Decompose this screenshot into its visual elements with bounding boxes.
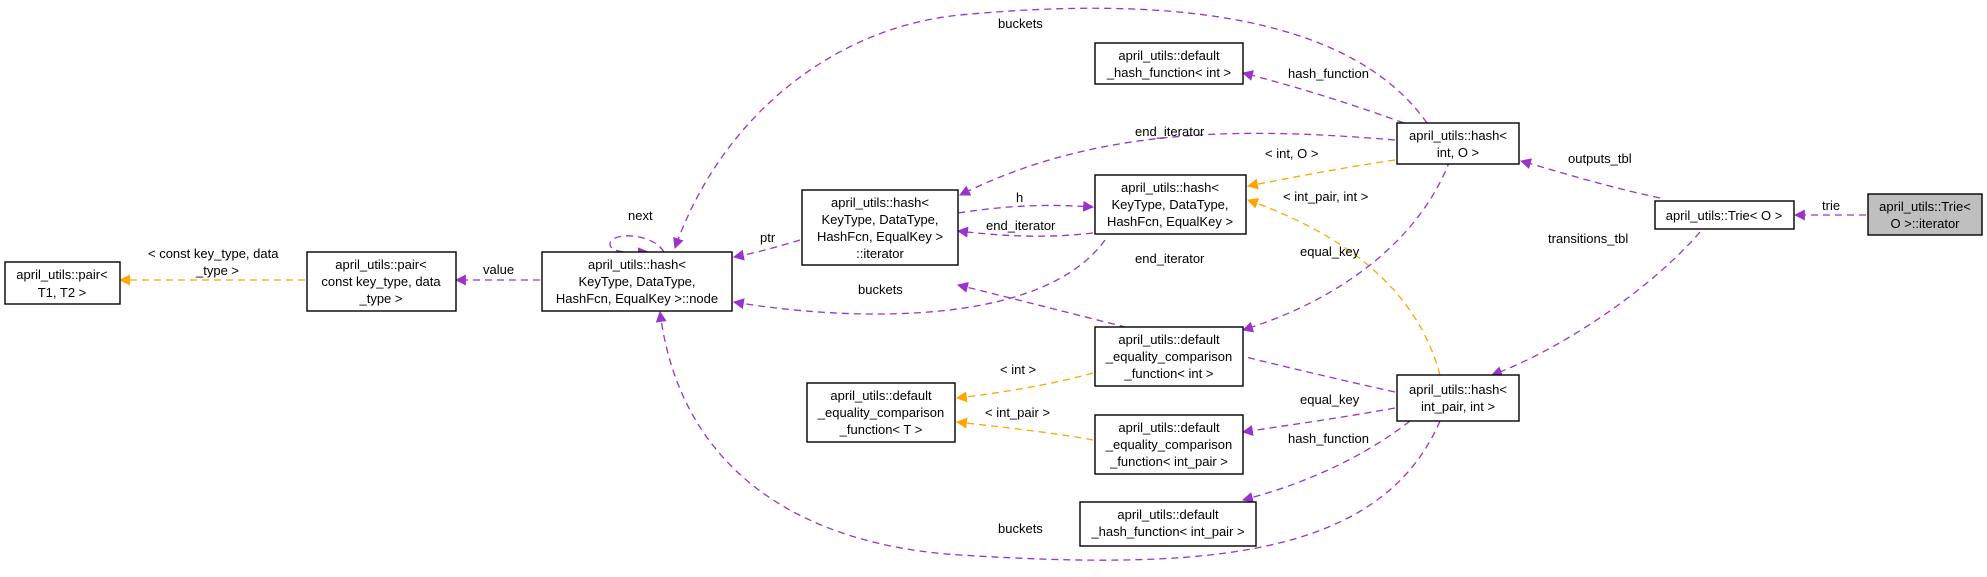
node-default-hash-int-line-2: _hash_function< int > [1106,65,1231,80]
edge-label-int-pair-int: < int_pair, int > [1283,189,1368,204]
node-eq-comp-int-pair-line-1: april_utils::default [1118,420,1220,435]
edge-label-ptr: ptr [760,230,776,245]
edge-label-int-pair: < int_pair > [985,405,1050,420]
edge-int-pair-int [1246,198,1441,376]
node-default-hash-int-line-1: april_utils::default [1118,48,1220,63]
node-hash-node-line-1: april_utils::hash< [588,257,686,272]
node-pair-const-line-3: _type > [358,291,402,306]
node-pair-t1-t2-line-2: T1, T2 > [38,285,87,300]
edge-label-equal-key-top: equal_key [1300,244,1360,259]
edge-h [957,200,1095,214]
node-hash-node[interactable]: april_utils::hash< KeyType, DataType, Ha… [541,251,733,312]
edge-label-hash-function-low: hash_function [1288,431,1369,446]
node-hash-int-o-line-1: april_utils::hash< [1409,128,1507,143]
edge-label-hash-function-top: hash_function [1288,66,1369,81]
edge-int [955,372,1094,403]
nodes: april_utils::pair< T1, T2 > april_utils:… [4,42,1983,547]
node-eq-comp-int-pair-line-2: _equality_comparison [1105,437,1232,452]
edge-buckets-bottom [655,310,1441,561]
edge-label-int: < int > [1000,362,1036,377]
edge-label-const-key-type-1: < const key_type, data [148,246,279,261]
node-trie-iterator[interactable]: april_utils::Trie< O >::iterator [1867,193,1983,236]
edge-label-outputs-tbl: outputs_tbl [1568,151,1632,166]
node-eq-comp-t-line-3: _function< T > [839,422,923,437]
node-pair-const-line-2: const key_type, data [321,274,441,289]
node-eq-comp-int-pair-line-3: _function< int_pair > [1109,454,1228,469]
edge-equal-key-low [1241,407,1396,436]
node-hash-iterator[interactable]: april_utils::hash< KeyType, DataType, Ha… [801,189,959,266]
edge-label-h: h [1016,190,1023,205]
node-default-hash-int[interactable]: april_utils::default _hash_function< int… [1094,42,1244,85]
node-pair-t1-t2[interactable]: april_utils::pair< T1, T2 > [4,261,121,305]
edge-next [609,235,665,259]
edge-label-value: value [483,262,514,277]
edge-int-pair [955,417,1094,441]
edge-end-iterator-mid [956,226,1094,238]
edge-label-end-iterator-mid: end_iterator [986,218,1056,233]
node-trie-iterator-line-2: O >::iterator [1891,216,1961,231]
node-pair-const[interactable]: april_utils::pair< const key_type, data … [306,251,457,312]
node-pair-const-line-1: april_utils::pair< [335,257,426,272]
node-hash-node-line-3: HashFcn, EqualKey >::node [556,291,718,306]
node-trie-iterator-line-1: april_utils::Trie< [1879,199,1971,214]
node-default-hash-int-pair-line-1: april_utils::default [1117,507,1219,522]
node-hash-iterator-line-2: KeyType, DataType, [821,212,938,227]
edge-label-const-key-type-2: _type > [195,263,239,278]
edge-label-end-iterator-top: end_iterator [1135,124,1205,139]
edge-label-end-iterator-low: end_iterator [1135,251,1205,266]
node-hash-iterator-line-3: HashFcn, EqualKey > [817,229,943,244]
node-hash-node-line-2: KeyType, DataType, [578,274,695,289]
node-default-hash-int-pair[interactable]: april_utils::default _hash_function< int… [1079,501,1257,547]
node-pair-t1-t2-line-1: april_utils::pair< [16,267,107,282]
edge-label-buckets-bottom: buckets [998,521,1043,536]
node-hash-int-pair-int[interactable]: april_utils::hash< int_pair, int > [1396,374,1520,422]
edge-end-iterator-low [956,282,1396,393]
edge-ptr [732,239,801,261]
node-eq-comp-int-line-1: april_utils::default [1118,332,1220,347]
node-default-hash-int-pair-line-2: _hash_function< int_pair > [1090,524,1244,539]
node-hash-int-o[interactable]: april_utils::hash< int, O > [1396,122,1520,165]
edge-transitions-tbl [1490,231,1701,377]
edge-end-iterator-top [959,132,1396,196]
node-hash-iterator-line-1: april_utils::hash< [831,195,929,210]
edge-label-equal-key-low: equal_key [1300,392,1360,407]
edge-label-transitions-tbl: transitions_tbl [1548,231,1628,246]
node-hash-int-pair-int-line-2: int_pair, int > [1421,399,1495,414]
node-eq-comp-int-line-2: _equality_comparison [1105,349,1232,364]
edge-label-int-o: < int, O > [1265,146,1318,161]
node-eq-comp-t-line-1: april_utils::default [830,388,932,403]
node-hash-generic-line-2: KeyType, DataType, [1111,197,1228,212]
edge-int-o [1246,159,1396,190]
edge-outputs-tbl [1519,158,1661,199]
edge-label-trie: trie [1822,198,1840,213]
edge-label-buckets-top: buckets [998,16,1043,31]
node-eq-comp-int[interactable]: april_utils::default _equality_compariso… [1094,326,1244,387]
node-eq-comp-int-line-3: _function< int > [1124,366,1214,381]
node-eq-comp-int-pair[interactable]: april_utils::default _equality_compariso… [1094,414,1244,475]
node-hash-generic[interactable]: april_utils::hash< KeyType, DataType, Ha… [1094,174,1247,235]
edges: next buckets hash_function end_iterator … [118,7,1866,561]
node-trie-o-line-1: april_utils::Trie< O > [1666,208,1783,223]
edge-label-next: next [628,208,653,223]
node-eq-comp-t-line-2: _equality_comparison [817,405,944,420]
edge-label-buckets-mid: buckets [858,282,903,297]
node-hash-iterator-line-4: ::iterator [856,246,904,261]
node-hash-generic-line-3: HashFcn, EqualKey > [1107,214,1233,229]
node-hash-int-o-line-2: int, O > [1437,145,1479,160]
node-hash-int-pair-int-line-1: april_utils::hash< [1409,382,1507,397]
edge-buckets-top [673,7,1428,250]
node-hash-generic-line-1: april_utils::hash< [1121,180,1219,195]
node-trie-o[interactable]: april_utils::Trie< O > [1654,200,1795,230]
node-eq-comp-t[interactable]: april_utils::default _equality_compariso… [806,382,956,443]
